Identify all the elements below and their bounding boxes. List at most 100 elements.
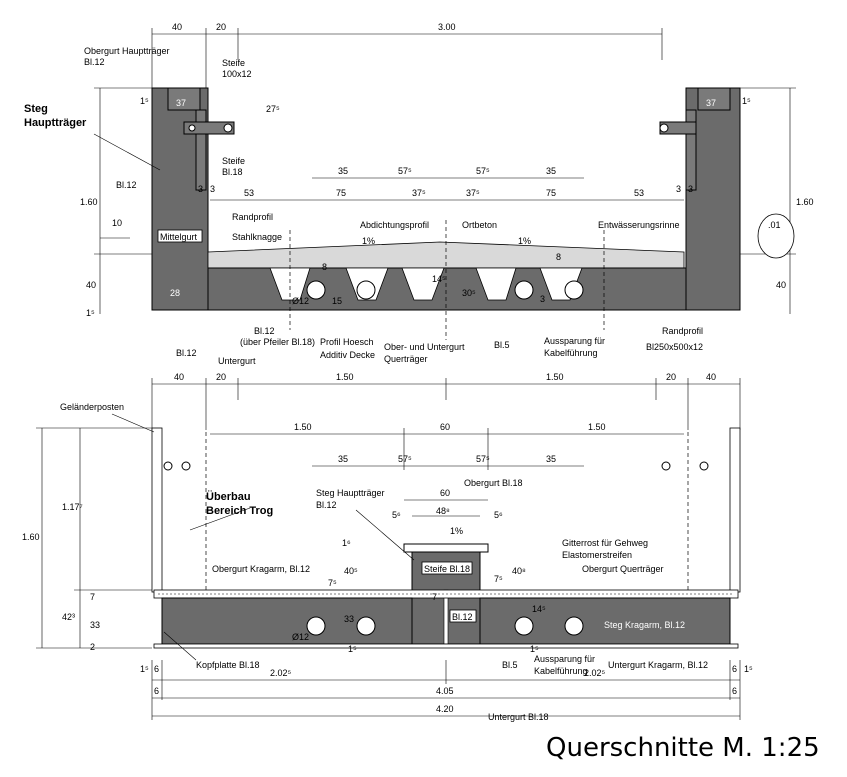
label-abdichtungsprofil: Abdichtungsprofil [360, 220, 429, 230]
b-dim-6-d: 6 [732, 686, 737, 696]
dim-575-b: 57⁵ [476, 166, 490, 176]
b-dim-56-a: 5⁶ [392, 510, 401, 520]
label-bl12: Bl.12 [116, 180, 137, 190]
b-label-bereich: Bereich Trog [206, 505, 273, 517]
label-entwaesserung: Entwässerungsrinne [598, 220, 680, 230]
label-untergurt: Untergurt [218, 356, 256, 366]
b-dim-15: 1⁵ [348, 644, 357, 654]
b-label-kopfplatte: Kopfplatte Bl.18 [196, 660, 260, 670]
b-dia-12: Ø12 [292, 632, 309, 642]
height-40-left: 40 [86, 280, 96, 290]
bottom-cross-section: 40 20 1.50 1.50 20 40 1.50 60 1.50 35 57… [22, 372, 753, 722]
label-steife: Steife [222, 58, 245, 68]
dim-3-b: 3 [210, 184, 215, 194]
b-dim-488: 48⁸ [436, 506, 450, 516]
dim-20: 20 [216, 22, 226, 32]
b-dim-75-a: 7⁵ [328, 578, 337, 588]
label-steg: Steg [24, 103, 48, 115]
left-top-flange [167, 87, 201, 111]
dim-15-b: 1⁵ [742, 96, 751, 106]
b-height-42: 42³ [62, 612, 75, 622]
label-obergurt: Obergurt Hauptträger [84, 46, 170, 56]
dim-35-a: 35 [338, 166, 348, 176]
dim-53-b: 53 [634, 188, 644, 198]
b-dim-150-b: 1.50 [546, 372, 564, 382]
label-ueber-pfeiler: (über Pfeiler Bl.18) [240, 337, 315, 347]
b-label-obergurt-bl18: Obergurt Bl.18 [464, 478, 523, 488]
b-label-obergurt-quer: Obergurt Querträger [582, 564, 664, 574]
dim-305: 30⁵ [462, 288, 476, 298]
height-01: .01 [768, 220, 781, 230]
height-15: 1⁵ [86, 308, 95, 318]
label-haupttraeger: Hauptträger [24, 117, 87, 129]
b-dim-75-b: 7⁵ [494, 574, 503, 584]
dim-575-a: 57⁵ [398, 166, 412, 176]
dim-15-a: 1⁵ [140, 96, 149, 106]
b-label-gelaender: Geländerposten [60, 402, 124, 412]
b-dim2-60: 60 [440, 422, 450, 432]
b-label-ueberbau: Überbau [206, 490, 251, 503]
left-cantilever [161, 597, 413, 645]
b-dim-6-b: 6 [732, 664, 737, 674]
b-label-kabel: Kabelführung [534, 666, 588, 676]
b-dim-15-d: 1⁵ [744, 664, 753, 674]
dim-40: 40 [172, 22, 182, 32]
label-profil-hoesch: Profil Hoesch [320, 337, 374, 347]
dim-37-right: 37 [706, 98, 716, 108]
b-dim-408: 40⁸ [512, 566, 526, 576]
label-kabel: Kabelführung [544, 348, 598, 358]
b-dim-15-c: 1⁵ [140, 664, 149, 674]
b-dim-7: 7 [432, 592, 437, 602]
b-label-steg-ht: Steg Hauptträger [316, 488, 385, 498]
b-label-steife-bl18: Steife Bl.18 [424, 564, 470, 574]
label-steife-size: 100x12 [222, 69, 252, 79]
b-dim3-575-b: 57⁵ [476, 454, 490, 464]
dim-145: 14⁵ [432, 274, 446, 284]
label-bl250: Bl250x500x12 [646, 342, 703, 352]
label-bl12-pfeiler: Bl.12 [254, 326, 275, 336]
dim-3-c: 3 [676, 184, 681, 194]
b-label-aussparung: Aussparung für [534, 654, 595, 664]
b-label-untergurt-bl18: Untergurt Bl.18 [488, 712, 549, 722]
label-randprofil2: Randprofil [662, 326, 703, 336]
label-randprofil: Randprofil [232, 212, 273, 222]
b-label-bl5: Bl.5 [502, 660, 518, 670]
label-mittelgurt: Mittelgurt [160, 232, 198, 242]
b-dim-405: 4.05 [436, 686, 454, 696]
dim-53-a: 53 [244, 188, 254, 198]
dim-8-a: 8 [322, 262, 327, 272]
height-160-left: 1.60 [80, 197, 98, 207]
label-bl12b: Bl.12 [176, 348, 197, 358]
slope-right: 1% [518, 236, 531, 246]
b-label-bl12: Bl.12 [452, 612, 473, 622]
label-stahlknagge: Stahlknagge [232, 232, 282, 242]
b-label-untergurt-krag: Untergurt Kragarm, Bl.12 [608, 660, 708, 670]
right-top-flange [697, 87, 731, 111]
height-160-right: 1.60 [796, 197, 814, 207]
dim-15-top: 15 [332, 296, 342, 306]
b-dim-2025-b: 2.02⁵ [584, 668, 606, 678]
detail-cloud [757, 213, 795, 259]
left-railing-plate [183, 121, 235, 135]
b-dim-40-a: 40 [174, 372, 184, 382]
dim-3-e: 3 [540, 294, 545, 304]
b-dim-60: 60 [440, 488, 450, 498]
dim-75-a: 75 [336, 188, 346, 198]
b-dim-20-a: 20 [216, 372, 226, 382]
dim-275: 27⁵ [266, 104, 280, 114]
left-stiffener [195, 109, 207, 191]
b-label-gitterrost: Gitterrost für Gehweg [562, 538, 648, 548]
label-obergurt-bl: Bl.12 [84, 57, 105, 67]
slope-left: 1% [362, 236, 375, 246]
label-aussparung: Aussparung für [544, 336, 605, 346]
label-ortbeton: Ortbeton [462, 220, 497, 230]
height-10: 10 [112, 218, 122, 228]
b-dim-150-a: 1.50 [336, 372, 354, 382]
dim-3-a: 3 [198, 184, 203, 194]
b-dim3-575-a: 57⁵ [398, 454, 412, 464]
left-railing-post [151, 427, 163, 593]
b-height-2: 2 [90, 642, 95, 652]
top-cross-section: 40 20 3.00 37 37 35 57 [24, 22, 814, 366]
b-dim3-35-a: 35 [338, 454, 348, 464]
